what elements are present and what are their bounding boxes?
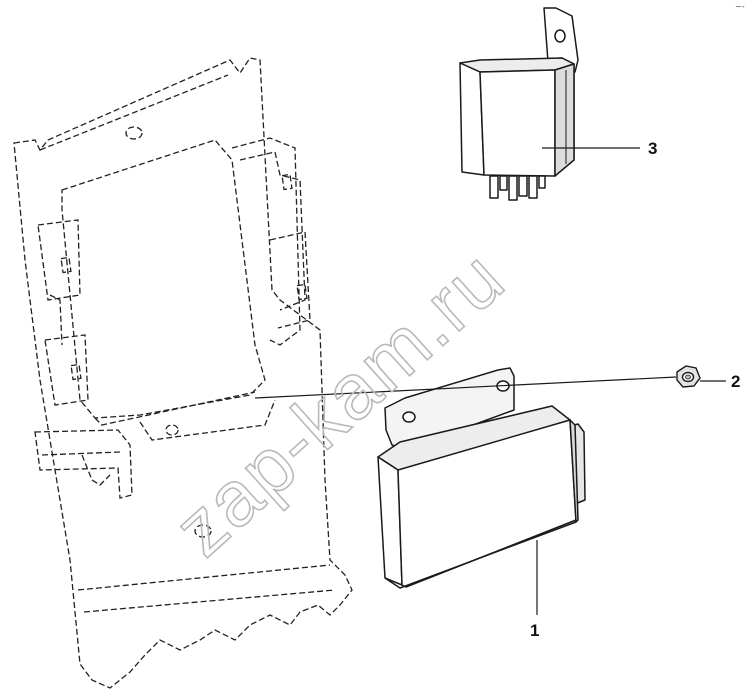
- part-2-nut: [676, 365, 701, 388]
- mounting-bracket: [13, 57, 353, 689]
- callout-2: 2: [731, 372, 740, 391]
- leader-line-2a: [254, 376, 677, 399]
- part-3-relay: [459, 7, 579, 201]
- callout-1: 1: [530, 621, 539, 640]
- part-1-control-unit: [377, 367, 586, 589]
- corner-mark: ~-: [735, 2, 745, 11]
- leader-lines: [254, 147, 726, 615]
- callout-3: 3: [648, 139, 657, 158]
